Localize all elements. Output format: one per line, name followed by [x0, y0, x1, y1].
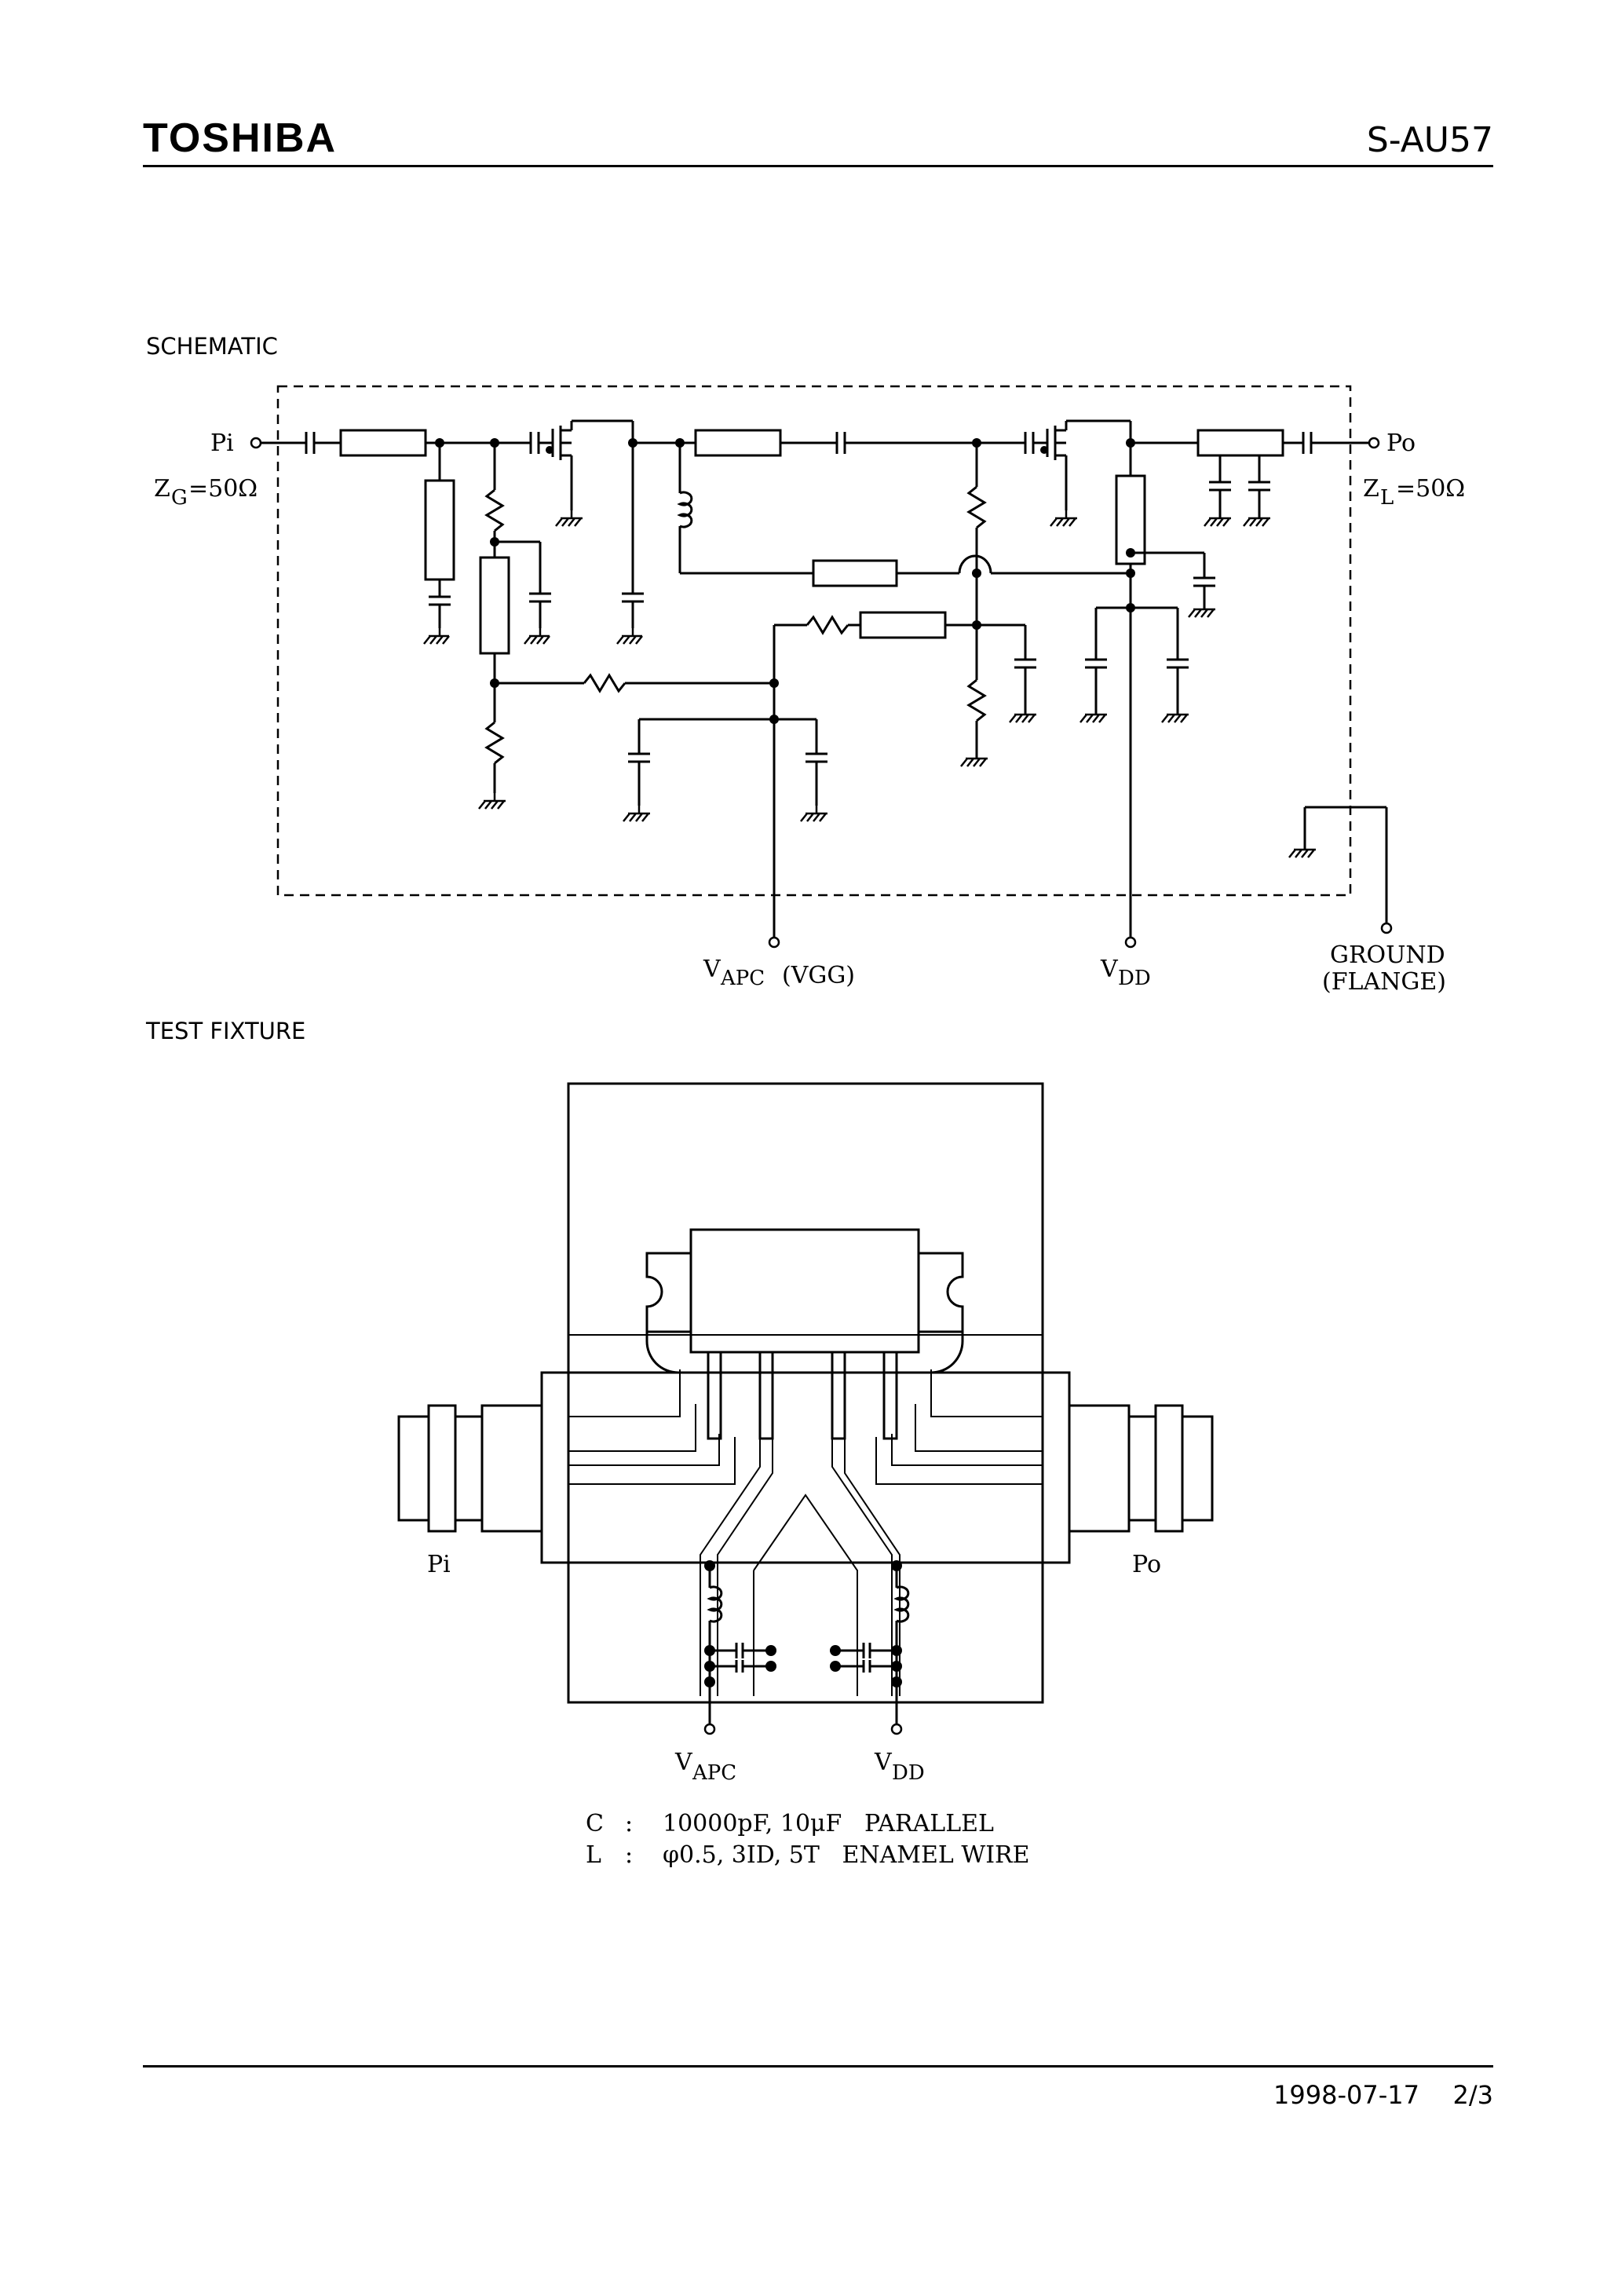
vdd-bias-circuit: [835, 1566, 910, 1724]
svg-text::: :: [625, 1810, 633, 1837]
fet-1-symbol: [539, 419, 634, 510]
zl-label: Z L =50Ω: [1363, 475, 1465, 510]
svg-text:V: V: [874, 1749, 893, 1776]
svg-text:(VGG): (VGG): [782, 962, 855, 989]
fixture-vdd-label: V DD: [874, 1749, 925, 1785]
svg-text:=50Ω: =50Ω: [1396, 475, 1465, 503]
svg-text:APC: APC: [720, 967, 765, 990]
svg-text:G: G: [171, 486, 188, 510]
svg-text:DD: DD: [1118, 967, 1151, 990]
component-note-l: L : φ0.5, 3ID, 5T ENAMEL WIRE: [586, 1841, 1030, 1869]
svg-text:=50Ω: =50Ω: [188, 475, 258, 503]
zg-label: Z G =50Ω: [154, 475, 258, 510]
schematic-vdd-label: V DD: [1100, 956, 1151, 990]
header-rule: [143, 165, 1493, 167]
company-logo: TOSHIBA: [143, 115, 338, 161]
connector-out: [1181, 1415, 1214, 1522]
svg-text:L: L: [586, 1841, 601, 1869]
schematic-pi-label: Pi: [210, 430, 234, 457]
svg-text:V: V: [1100, 956, 1119, 983]
input-stripline: [339, 429, 427, 457]
junction-dots: [435, 438, 1135, 724]
svg-text:Z: Z: [154, 475, 170, 503]
svg-text:C: C: [586, 1810, 604, 1837]
svg-text:DD: DD: [892, 1761, 925, 1785]
connector-in: [397, 1415, 430, 1522]
test-fixture-heading: TEST FIXTURE: [146, 1018, 306, 1044]
vapc-vgg-label: V APC (VGG): [703, 956, 855, 990]
schematic-po-label: Po: [1386, 430, 1416, 457]
footer-rule: [143, 2065, 1493, 2067]
svg-text:10000pF, 10μF PARALLEL: 10000pF, 10μF PARALLEL: [663, 1810, 994, 1837]
svg-text:V: V: [703, 956, 721, 983]
component-note-c: C : 10000pF, 10μF PARALLEL: [586, 1810, 994, 1837]
fixture-base: [540, 1371, 1071, 1564]
fixture-pi-label: Pi: [427, 1551, 451, 1578]
module-package: [689, 1228, 920, 1354]
footer-date-page: 1998-07-17 2/3: [1273, 2080, 1493, 2110]
fixture-board: [567, 1082, 1044, 1704]
fixture-po-label: Po: [1132, 1551, 1161, 1578]
svg-text:V: V: [674, 1749, 693, 1776]
schematic-heading: SCHEMATIC: [146, 333, 278, 360]
module-boundary: [276, 385, 1352, 897]
interstage-stripline: [694, 429, 782, 457]
vapc-bias-circuit: [707, 1566, 771, 1724]
svg-text:L: L: [1380, 486, 1394, 510]
part-number: S-AU57: [1366, 120, 1493, 160]
schematic-diagram: [250, 385, 1393, 949]
ground-label: GROUND: [1330, 941, 1445, 969]
flange-label: (FLANGE): [1322, 968, 1446, 996]
ground-symbols: [423, 510, 1316, 858]
svg-text:APC: APC: [692, 1761, 736, 1785]
svg-text::: :: [625, 1841, 633, 1869]
output-stripline: [1196, 429, 1284, 457]
test-fixture-diagram: [397, 1082, 1214, 1735]
svg-text:φ0.5, 3ID, 5T ENAMEL WIRE: φ0.5, 3ID, 5T ENAMEL WIRE: [663, 1841, 1030, 1869]
fixture-vapc-label: V APC: [674, 1749, 736, 1785]
svg-text:Z: Z: [1363, 475, 1379, 503]
